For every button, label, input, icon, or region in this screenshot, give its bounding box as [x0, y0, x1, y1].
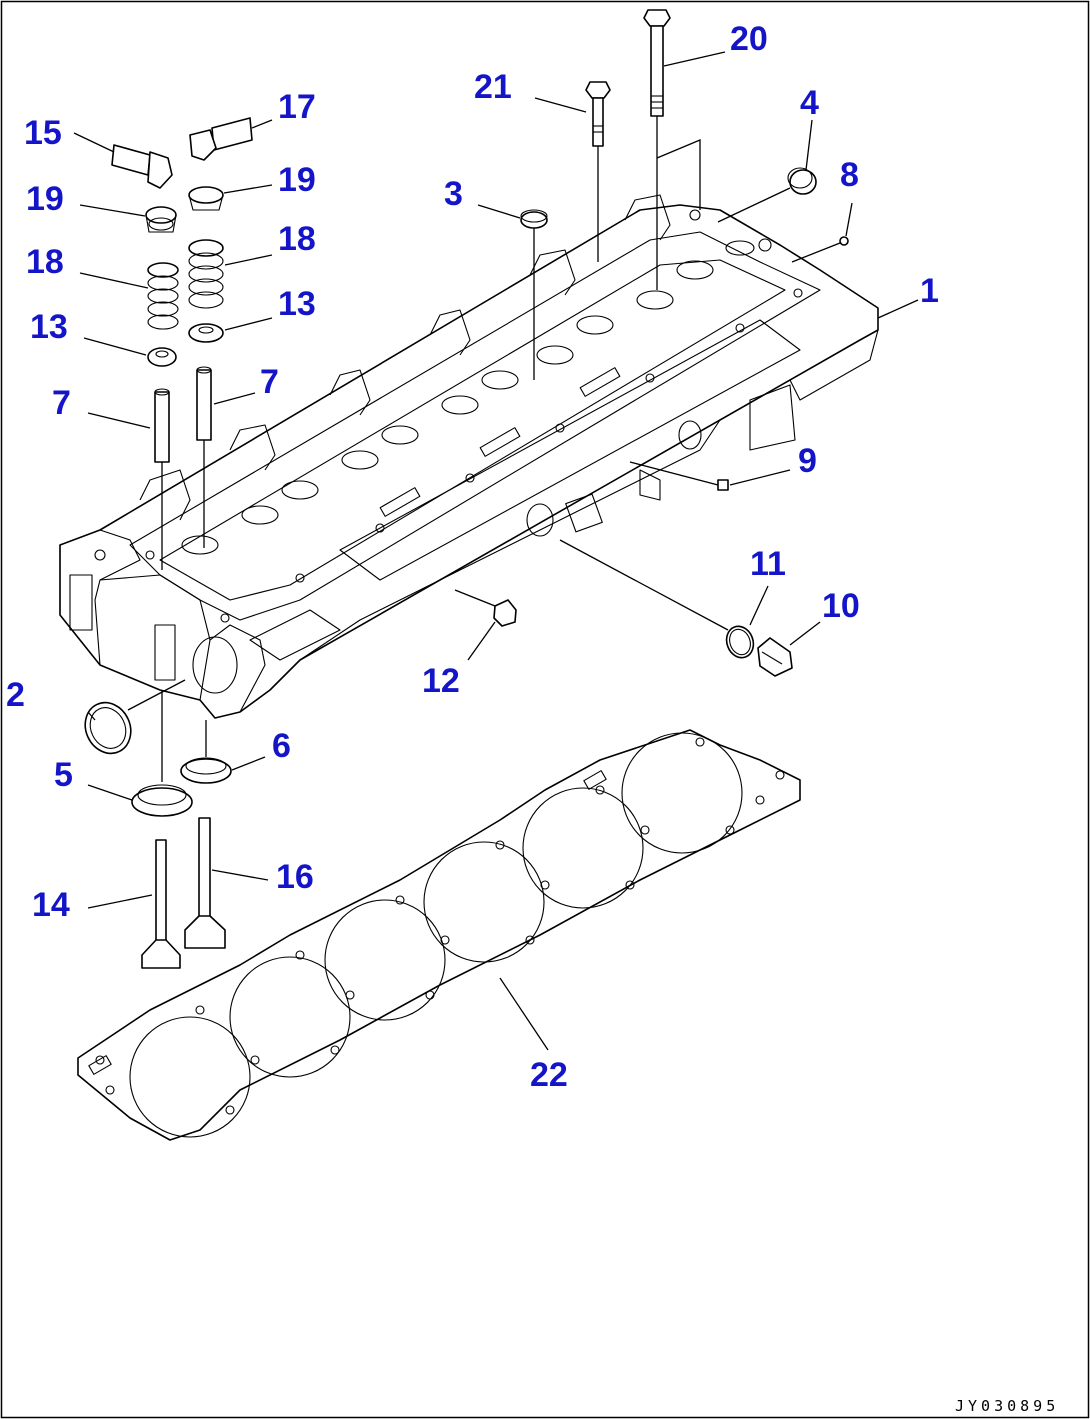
- valve-spring-18-right: [188, 239, 224, 309]
- callout-13-left: 13: [30, 308, 68, 346]
- callout-labels: 1 2 3 4 5 6 7 7 8 9 10 11 12 13 13 14 15…: [6, 20, 939, 1094]
- head-gasket: [77, 729, 801, 1141]
- plug-9: [629, 461, 729, 491]
- o-ring-11: [559, 539, 755, 659]
- callout-8: 8: [840, 156, 859, 194]
- callout-7-left: 7: [52, 384, 71, 422]
- callout-12: 12: [422, 662, 460, 700]
- callout-17: 17: [278, 88, 316, 126]
- callout-16: 16: [276, 858, 314, 896]
- valve-guide-7-left: [154, 388, 170, 570]
- valve-seat-5: [131, 690, 193, 817]
- callout-7-right: 7: [260, 363, 279, 401]
- plug-4: [717, 167, 817, 223]
- callout-3: 3: [444, 175, 463, 213]
- plug-10: [757, 637, 793, 677]
- callout-15: 15: [24, 114, 62, 152]
- valve-spring-18-left: [147, 262, 179, 330]
- callout-13-right: 13: [278, 285, 316, 323]
- callout-5: 5: [54, 756, 73, 794]
- callout-18-left: 18: [26, 243, 64, 281]
- head-bolt-long: [643, 9, 671, 290]
- spring-retainer-19-left: [145, 206, 177, 233]
- cylinder-head: [59, 194, 879, 719]
- callout-1: 1: [920, 272, 939, 310]
- exhaust-valve-14: [141, 839, 181, 969]
- valve-seat-6: [180, 720, 232, 784]
- head-bolt-short: [585, 81, 611, 262]
- callout-9: 9: [798, 442, 817, 480]
- callout-6: 6: [272, 727, 291, 765]
- callout-11: 11: [750, 545, 786, 583]
- callout-22: 22: [530, 1056, 568, 1094]
- callout-18-right: 18: [278, 220, 316, 258]
- spring-retainer-19-right: [188, 186, 224, 211]
- valve-ports: [181, 240, 755, 555]
- callout-leaders: [73, 51, 919, 1051]
- callout-21: 21: [474, 68, 512, 106]
- valve-guide-7-right: [196, 366, 212, 548]
- valve-cotter-15: [111, 144, 173, 189]
- callout-4: 4: [800, 84, 819, 122]
- valve-cotter-17: [189, 117, 253, 161]
- valve-seal-13-right: [188, 323, 224, 343]
- drawing-reference-code: JY030895: [955, 1397, 1059, 1415]
- plug-3: [520, 209, 548, 380]
- head-bolt-holes: [94, 209, 803, 623]
- callout-10: 10: [822, 587, 860, 625]
- callout-2: 2: [6, 676, 25, 714]
- callout-14: 14: [32, 886, 70, 924]
- intake-valve-16: [184, 817, 226, 949]
- pin-8: [791, 236, 849, 263]
- callout-19-left: 19: [26, 180, 64, 218]
- callout-20: 20: [730, 20, 768, 58]
- valve-seal-13-left: [147, 347, 177, 367]
- seat-insert-2: [84, 679, 186, 755]
- gasket-holes: [95, 737, 785, 1115]
- plug-12: [454, 589, 517, 627]
- callout-19-right: 19: [278, 161, 316, 199]
